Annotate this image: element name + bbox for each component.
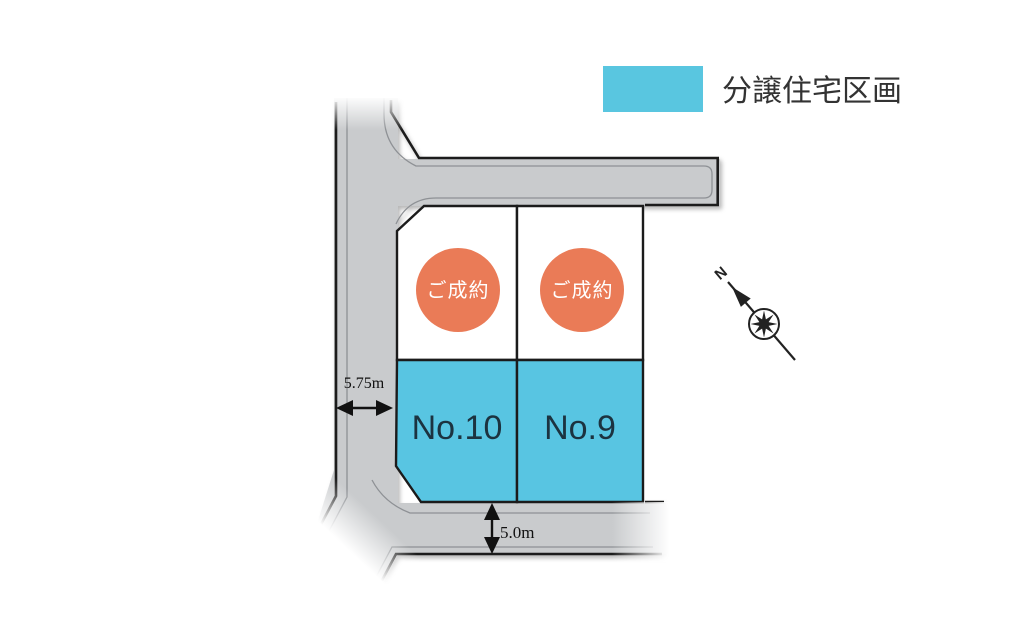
arrow-head-right-icon: [376, 400, 393, 416]
sold-badge-circle-right: [540, 248, 624, 332]
compass-north-label: N: [711, 264, 730, 284]
dimension-bottom-road: 5.0m: [484, 503, 534, 554]
sold-badge-label-left: ご成約: [427, 279, 490, 302]
fade-southwest: [240, 460, 432, 643]
arrow-head-down-icon: [484, 537, 500, 554]
lot-number-no9: No.9: [544, 409, 616, 447]
lot-numbers-group: No.10 No.9: [412, 409, 616, 447]
dimension-label-left-road: 5.75m: [344, 375, 385, 392]
curb-top-road-inner: [383, 98, 713, 225]
sold-badge-circle-left: [416, 248, 500, 332]
dimension-label-bottom-road: 5.0m: [500, 523, 534, 542]
legend: 分譲住宅区画: [603, 66, 902, 112]
dimension-left-road: 5.75m: [336, 375, 393, 416]
arrow-head-left-icon: [336, 400, 353, 416]
arrow-head-up-icon: [484, 503, 500, 520]
road-fade-overlays: [240, 88, 724, 643]
legend-label: 分譲住宅区画: [722, 75, 902, 108]
compass-arrow-head-icon: [732, 287, 751, 307]
sold-badge-label-right: ご成約: [551, 279, 614, 302]
fade-north: [314, 88, 414, 136]
lots-group: [394, 204, 645, 504]
legend-swatch: [603, 66, 703, 112]
lot-number-no10: No.10: [412, 409, 503, 447]
sold-badges-group: ご成約 ご成約: [416, 248, 624, 332]
compass: N: [711, 264, 796, 361]
compass-rose-star-icon: [750, 310, 778, 338]
fade-east: [604, 502, 724, 562]
road-vertical: [334, 98, 398, 510]
